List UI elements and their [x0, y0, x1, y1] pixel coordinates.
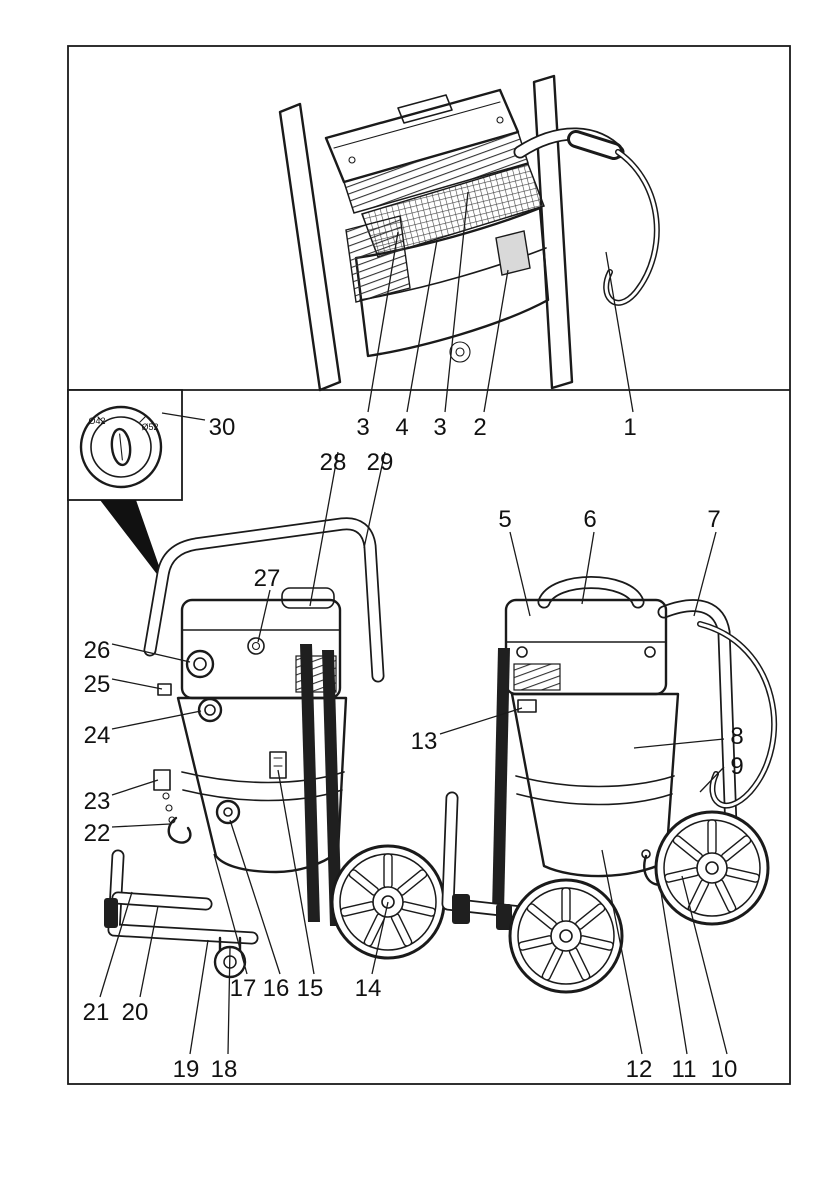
callout-2: 2 [473, 414, 486, 441]
callout-10: 10 [711, 1056, 738, 1083]
callout-3a: 3 [356, 414, 369, 441]
callout-26: 26 [84, 637, 111, 664]
carry-handle-front [281, 587, 335, 609]
lid-handle [397, 94, 453, 124]
louver-stack [345, 215, 411, 303]
machine-front-view [104, 517, 446, 979]
dial-inset: Ø42 Ø52 [67, 389, 183, 501]
head-latch [517, 699, 537, 713]
callout-6: 6 [583, 506, 596, 533]
machine-rear-view [441, 576, 778, 994]
container-top [354, 206, 550, 358]
callout-labels: 30 3 4 3 2 1 28 29 5 6 7 27 26 25 24 23 … [83, 414, 744, 1083]
callout-9: 9 [730, 753, 743, 780]
head-vents-rear [513, 663, 561, 691]
callout-17: 17 [230, 975, 257, 1002]
callout-13: 13 [411, 728, 438, 755]
callout-1: 1 [623, 414, 636, 441]
frame-upright-rear [492, 648, 510, 912]
hose-bracket [153, 769, 171, 791]
callout-23: 23 [84, 788, 111, 815]
filler-cap [247, 637, 265, 655]
callout-29: 29 [367, 449, 394, 476]
callout-18: 18 [211, 1056, 238, 1083]
dial-knob [110, 427, 132, 467]
frame-foot [104, 898, 118, 928]
vent-band [343, 131, 529, 214]
caster-block [452, 894, 470, 924]
suction-dial [79, 405, 163, 489]
callout-30: 30 [209, 414, 236, 441]
inset-pointer-arrow [100, 500, 166, 586]
callout-4: 4 [395, 414, 408, 441]
drain-latch [269, 751, 287, 779]
leader-lines [99, 191, 728, 1055]
dial-marking-right: Ø52 [141, 422, 158, 432]
rear-wheel-right [654, 810, 770, 926]
frame-upright [322, 650, 342, 926]
callout-20: 20 [122, 999, 149, 1026]
callout-5: 5 [498, 506, 511, 533]
latch-knob [185, 649, 215, 679]
rating-label [495, 230, 531, 276]
callout-15: 15 [297, 975, 324, 1002]
drain-hook [167, 816, 192, 844]
callout-14: 14 [355, 975, 382, 1002]
callout-7: 7 [707, 506, 720, 533]
side-latch [157, 683, 172, 696]
frame-upright [300, 644, 320, 922]
machine-perspective-view [278, 74, 660, 392]
callout-24: 24 [84, 722, 111, 749]
callout-8: 8 [730, 723, 743, 750]
callout-25: 25 [84, 671, 111, 698]
callout-11: 11 [672, 1056, 697, 1083]
callout-16: 16 [263, 975, 290, 1002]
dial-marking-left: Ø42 [88, 416, 105, 426]
left-rail [278, 102, 342, 392]
rear-wheel-left [508, 878, 624, 994]
callout-27: 27 [254, 565, 281, 592]
callout-3b: 3 [433, 414, 446, 441]
drain-elbow [215, 799, 241, 825]
callout-21: 21 [83, 999, 110, 1026]
callout-12: 12 [626, 1056, 653, 1083]
caster-block [496, 904, 512, 930]
callout-19: 19 [173, 1056, 200, 1083]
callout-28: 28 [320, 449, 347, 476]
callout-22: 22 [84, 820, 111, 847]
